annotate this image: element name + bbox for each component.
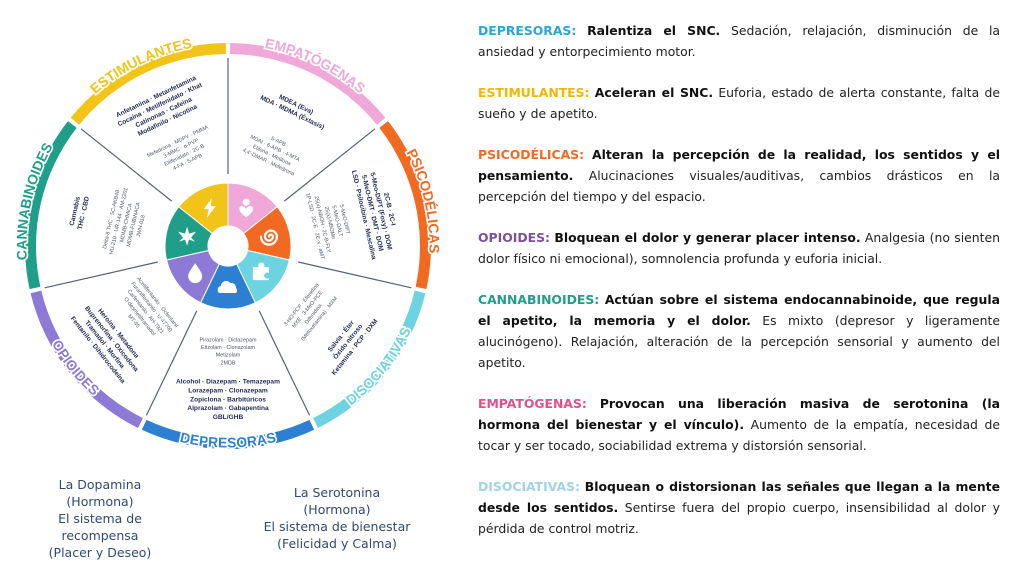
legend-entry-opioides: OPIOIDES: Bloquean el dolor y generar pl… — [478, 227, 1000, 269]
serotonin-caption-line: El sistema de bienestar — [263, 519, 411, 534]
legend-entry-depresoras: DEPRESORAS: Ralentiza el SNC. Sedación, … — [478, 20, 1000, 62]
category-legend: DEPRESORAS: Ralentiza el SNC. Sedación, … — [478, 20, 1000, 559]
legend-description: Analgesia (no sienten dolor físico ni em… — [478, 230, 1000, 266]
substance-line: Metizolam — [216, 353, 241, 359]
lightning-icon — [203, 198, 216, 219]
outer-substances-psicodelicas: 2C-B · 2C-I5-Meo-DiPT (Foxy) · DOM5-MeO-… — [350, 170, 397, 261]
category-label-depresoras: DEPRESORAS — [179, 429, 278, 451]
sector-divider — [80, 128, 173, 202]
ring-segment-depresoras — [141, 419, 315, 450]
outer-substances-empatogenas: MDEA (Eva)MDA · MDMA (Éxtasis) — [259, 93, 326, 132]
ring-segment-empatogenas — [230, 43, 386, 125]
sector-depresoras: DEPRESORAS Alcohol · Diazepam · Temazepam… — [141, 263, 315, 452]
sector-divider — [283, 128, 376, 202]
serotonin-caption-line: (Felicidad y Calma) — [277, 536, 397, 551]
legend-category: EMPATÓGENAS: — [478, 396, 587, 411]
ring-segment-cannabinoides — [25, 121, 77, 290]
legend-description: Sedación, relajación, disminución de la … — [478, 23, 1000, 59]
legend-entry-psicodelicas: PSICODÉLICAS: Alteran la percepción de l… — [478, 144, 1000, 207]
substance-line: GBL/GHB — [213, 414, 244, 421]
cannabis-leaf-icon — [178, 226, 197, 246]
legend-description: Aumento de la empatía, necesidad de toca… — [478, 417, 1000, 453]
substance-line: Etizolam · Clonazolam — [201, 345, 255, 351]
wheel-center — [209, 227, 247, 265]
substance-line: Alcohol · Diazepam · Temazepam — [176, 379, 280, 386]
ring-segment-opioides — [30, 290, 143, 428]
legend-entry-estimulantes: ESTIMULANTES: Aceleran el SNC. Euforia, … — [478, 82, 1000, 124]
spiral-icon — [259, 229, 279, 246]
dopamine-caption-line: recompensa — [61, 528, 139, 543]
sector-divider — [145, 310, 198, 416]
serotonin-caption-line: (Hormona) — [303, 502, 371, 517]
legend-description: Alucinaciones visuales/auditivas, cambio… — [478, 168, 1000, 204]
legend-summary: Bloquean el dolor y generar placer inten… — [554, 230, 861, 245]
drop-icon — [188, 263, 203, 284]
legend-summary: Provocan una liberación masiva de seroto… — [478, 396, 1000, 432]
ring-segment-disociativas — [313, 290, 426, 428]
dopamine-caption: La Dopamina (Hormona) El sistema de reco… — [30, 476, 170, 561]
substance-line: Zopiclona · Barbitúricos — [190, 396, 266, 403]
ring-segment-estimulantes — [70, 43, 226, 125]
legend-summary: Actúan sobre el sistema endocannabinoide… — [478, 292, 1000, 328]
legend-category: OPIOIDES: — [478, 230, 550, 245]
serotonin-caption-line: La Serotonina — [293, 485, 381, 500]
legend-summary: Bloquean o distorsionan las señales que … — [478, 479, 1000, 515]
inner-substances-psicodelicas: 5-MeO-DiPT5-MeO-DALT25(x)-NBOMe25(x)-NBO… — [304, 193, 351, 261]
substance-line: JWH-018 — [136, 215, 147, 238]
serotonin-caption: La Serotonina (Hormona) El sistema de bi… — [252, 484, 422, 552]
legend-category: DEPRESORAS: — [478, 23, 577, 38]
legend-category: ESTIMULANTES: — [478, 85, 590, 100]
legend-description: Sentirse fuera del propio cuerpo, insens… — [478, 500, 1000, 536]
legend-category: PSICODÉLICAS: — [478, 147, 585, 162]
sector-divider — [258, 310, 311, 416]
legend-description: Euforia, estado de alerta constante, fal… — [478, 85, 1000, 121]
dopamine-caption-line: La Dopamina — [58, 477, 142, 492]
dopamine-caption-line: (Placer y Deseo) — [48, 545, 152, 560]
legend-summary: Alteran la percepción de la realidad, lo… — [478, 147, 1000, 183]
legend-entry-disociativas: DISOCIATIVAS: Bloquean o distorsionan la… — [478, 476, 1000, 539]
puzzle-icon — [252, 262, 269, 281]
substance-line: Pirazolam · Diclazepam — [200, 337, 257, 343]
legend-category: CANNABINOIDES: — [478, 292, 600, 307]
sector-divider — [44, 261, 158, 289]
substance-line: Lorazepam · Clonazepam — [188, 388, 268, 395]
outer-substances-depresoras: Alcohol · Diazepam · TemazepamLorazepam … — [176, 379, 280, 421]
legend-entry-empatogenas: EMPATÓGENAS: Provocan una liberación mas… — [478, 393, 1000, 456]
cloud-icon — [217, 281, 238, 293]
substance-line: Alprazolam · Gabapentina — [187, 405, 269, 412]
legend-summary: Aceleran el SNC. — [594, 85, 714, 100]
substance-line: 2MDB — [221, 360, 236, 366]
legend-summary: Ralentiza el SNC. — [587, 23, 721, 38]
person-heart-icon — [239, 198, 254, 218]
dopamine-caption-line: El sistema de — [58, 511, 142, 526]
legend-category: DISOCIATIVAS: — [478, 479, 580, 494]
legend-entry-cannabinoides: CANNABINOIDES: Actúan sobre el sistema e… — [478, 289, 1000, 373]
ring-segment-psicodelicas — [379, 121, 431, 290]
dopamine-caption-line: (Hormona) — [66, 494, 134, 509]
sector-divider — [298, 261, 412, 289]
legend-description: Es mixto (depresor y ligeramente alucinó… — [478, 313, 1000, 370]
inner-substances-opioides: Acetilfentanilo · OcfentanilFuranilfenta… — [122, 276, 179, 337]
category-label-empatogenas: EMPATÓGENAS — [264, 35, 369, 96]
